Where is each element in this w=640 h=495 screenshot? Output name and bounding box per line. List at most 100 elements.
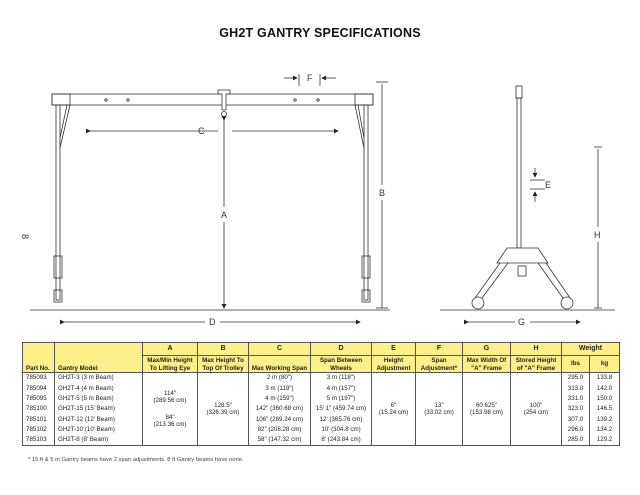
header-letter-c: C — [248, 342, 311, 356]
cell-part: 785103 — [22, 434, 55, 447]
footnote: * 15 ft & 5 m Gantry beams have 2 span a… — [28, 457, 244, 463]
cell-part: 785095 — [22, 393, 55, 404]
cell-e-adjust-inch: 6" — [390, 401, 397, 409]
cell-D: 10' (304.8 cm) — [310, 424, 372, 435]
side-view — [440, 85, 615, 325]
cell-lbs: 313.0 — [561, 383, 590, 394]
cell-a-height-min-inch: 84" — [165, 413, 175, 421]
cell-C: 2 m (80") — [248, 372, 311, 384]
header-c: Max Working Span — [248, 355, 311, 373]
cell-f-adjust-inch: 13" — [434, 401, 444, 409]
cell-part: 785101 — [22, 414, 55, 425]
header-weight: Weight — [560, 342, 621, 356]
cell-part: 785093 — [22, 372, 55, 384]
cell-C: 3 m (119") — [248, 383, 311, 394]
header-gantry-model: Gantry Model — [54, 342, 143, 373]
cell-e-adjust-cm: (15.24 cm) — [378, 409, 409, 417]
cell-model: GH2T-4 (4 m Beam) — [54, 383, 143, 394]
header-h: Stored Height of "A" Frame — [510, 355, 562, 373]
cell-lbs: 331.0 — [561, 393, 590, 404]
cell-b-height-inch: 128.5" — [214, 401, 232, 409]
header-letter-g: G — [462, 342, 511, 356]
header-letter-f: F — [415, 342, 463, 356]
cell-C: 142" (360.68 cm) — [248, 403, 311, 415]
cell-D: 5 m (197") — [310, 393, 372, 404]
cell-D: 3 m (118") — [310, 372, 372, 384]
cell-lbs: 323.0 — [561, 403, 590, 415]
header-letter-b: B — [197, 342, 249, 356]
cell-D: 12' (365.76 cm) — [310, 414, 372, 425]
header-letter-e: E — [371, 342, 416, 356]
cell-g-width: 60.625"(153.98 cm) — [462, 372, 511, 447]
front-view — [30, 74, 390, 325]
cell-a-height: 114"(289.56 cm) 84"(213.36 cm) — [142, 372, 198, 447]
cell-part: 785102 — [22, 424, 55, 435]
specifications-table: Part No. Gantry Model A B C D E F G H We… — [22, 342, 621, 447]
cell-part: 785094 — [22, 383, 55, 394]
cell-kg: 142.0 — [588, 383, 621, 394]
header-d: Span Between Wheels — [310, 355, 372, 373]
cell-kg: 150.0 — [588, 393, 621, 404]
header-part-no: Part No. — [22, 342, 55, 373]
cell-model: GH2T-15 (15' Beam) — [54, 403, 143, 415]
cell-C: 82" (208.28 cm) — [248, 424, 311, 435]
cell-e-adjust: 6"(15.24 cm) — [371, 372, 416, 447]
cell-g-width-cm: (153.98 cm) — [469, 409, 503, 417]
cell-b-height-cm: (326.39 cm) — [206, 409, 240, 417]
cell-a-height-inch: 114" — [163, 389, 177, 397]
cell-D: 4 m (157") — [310, 383, 372, 394]
header-e: Height Adjustment — [371, 355, 416, 373]
cell-kg: 129.2 — [588, 434, 621, 447]
cell-C: 4 m (159") — [248, 393, 311, 404]
cell-lbs: 295.0 — [561, 372, 590, 384]
dimension-label-e: E — [545, 180, 551, 190]
cell-C: 106" (269.24 cm) — [248, 414, 311, 425]
cell-D: 8' (243.84 cm) — [310, 434, 372, 447]
cell-b-height: 128.5"(326.39 cm) — [197, 372, 249, 447]
cell-a-height-min-cm: (213.36 cm) — [153, 421, 187, 429]
cell-f-adjust: 13"(33.02 cm) — [415, 372, 463, 447]
dimension-label-c: C — [198, 126, 205, 136]
dimension-label-f: F — [307, 73, 313, 83]
cell-lbs: 296.0 — [561, 424, 590, 435]
cell-model: GH2T-5 (5 m Beam) — [54, 393, 143, 404]
dimension-label-b: B — [379, 188, 385, 198]
cell-f-adjust-cm: (33.02 cm) — [424, 409, 454, 417]
page-title: GH2T GANTRY SPECIFICATIONS — [219, 26, 421, 40]
header-lbs: lbs — [561, 355, 590, 373]
dimension-label-g: G — [518, 317, 525, 327]
dimension-label-h: H — [594, 230, 601, 240]
cell-g-width-inch: 60.625" — [475, 401, 498, 409]
cell-lbs: 307.0 — [561, 414, 590, 425]
header-letter-d: D — [310, 342, 372, 356]
header-letter-a: A — [142, 342, 198, 356]
header-f: Span Adjustment* — [415, 355, 463, 373]
spacer — [144, 405, 196, 414]
cell-part: 785100 — [22, 403, 55, 415]
cell-a-height-cm: (289.56 cm) — [153, 397, 187, 405]
cell-model: GH2T-12 (12' Beam) — [54, 414, 143, 425]
dimension-label-a: A — [221, 210, 227, 220]
cell-h-stored-cm: (254 cm) — [523, 409, 549, 417]
cell-model: GH2T-8 (8' Beam) — [54, 434, 143, 447]
header-a: Max/Min Height To Lifting Eye — [142, 355, 198, 373]
cell-h-stored-inch: 100" — [529, 401, 543, 409]
cell-lbs: 285.0 — [561, 434, 590, 447]
header-letter-h: H — [510, 342, 562, 356]
side-mark: 8 — [20, 234, 30, 239]
cell-D: 15' 1" (459.74 cm) — [310, 403, 372, 415]
cell-kg: 133.8 — [588, 372, 621, 384]
header-b: Max Height To Top Of Trolley — [197, 355, 249, 373]
gantry-diagram: C A B D F E H G 8 — [20, 73, 615, 327]
cell-kg: 139.2 — [588, 414, 621, 425]
cell-C: 58" (147.32 cm) — [248, 434, 311, 447]
cell-model: GH2T-3 (3 m Beam) — [54, 372, 143, 384]
cell-h-stored: 100"(254 cm) — [510, 372, 562, 447]
